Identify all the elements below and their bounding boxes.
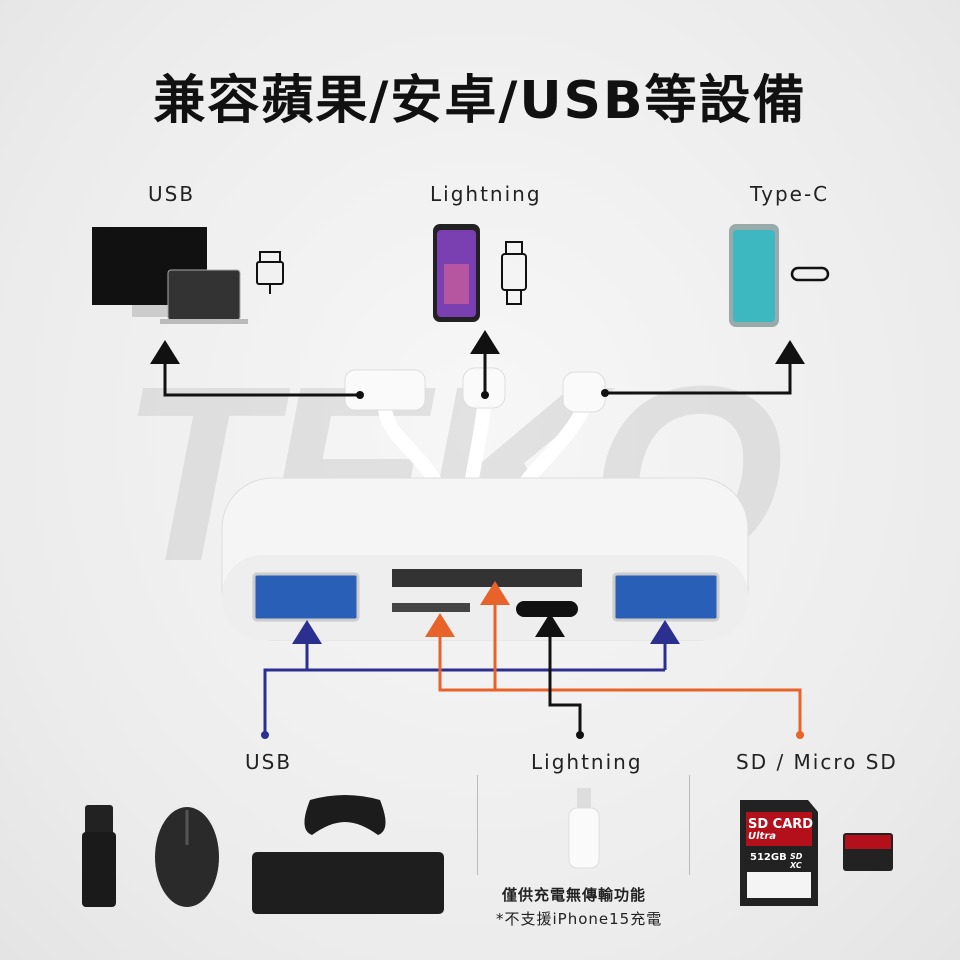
microsd-slot xyxy=(392,603,470,612)
microsd-card-icon xyxy=(843,833,893,871)
sd-card-sub: Ultra xyxy=(748,831,777,842)
sd-slot xyxy=(392,569,582,587)
usb-flash-drive-icon xyxy=(82,805,116,907)
label-top-typec: Type-C xyxy=(750,182,830,206)
label-top-usb: USB xyxy=(148,182,196,206)
lightning-cable-icon xyxy=(568,788,600,869)
sd-card-icon xyxy=(740,800,818,906)
android-phone-icon xyxy=(729,224,779,327)
keyboard-icon xyxy=(252,852,444,914)
typec-connector xyxy=(562,371,606,413)
usb-port-left xyxy=(252,572,360,622)
lightning-plug-icon xyxy=(501,241,527,305)
mouse-icon xyxy=(155,807,219,907)
iphone-icon xyxy=(433,224,480,322)
sd-card-format: SD XC xyxy=(790,852,803,870)
label-bottom-usb: USB xyxy=(245,750,293,774)
usb-connector xyxy=(344,369,426,411)
page-title: 兼容蘋果/安卓/USB等設備 xyxy=(153,71,807,131)
cables xyxy=(378,393,592,497)
lightning-port xyxy=(516,601,578,617)
sd-card-capacity: 512GB xyxy=(750,852,787,863)
typec-plug-icon xyxy=(790,266,830,282)
lightning-note-line1: 僅供充電無傳輸功能 xyxy=(502,886,647,904)
label-bottom-lightning: Lightning xyxy=(531,750,643,774)
usb-port-right xyxy=(612,572,720,622)
computer-icon xyxy=(92,227,248,324)
adapter-hub xyxy=(221,477,749,641)
label-top-lightning: Lightning xyxy=(430,182,542,206)
sd-card-brand: SD CARD xyxy=(748,817,814,832)
lightning-note-line2: *不支援iPhone15充電 xyxy=(496,910,663,928)
gamepad-icon xyxy=(304,795,386,835)
usb-plug-icon xyxy=(256,251,284,294)
divider xyxy=(477,775,478,875)
label-bottom-sd: SD / Micro SD xyxy=(736,750,898,774)
divider xyxy=(689,775,690,875)
